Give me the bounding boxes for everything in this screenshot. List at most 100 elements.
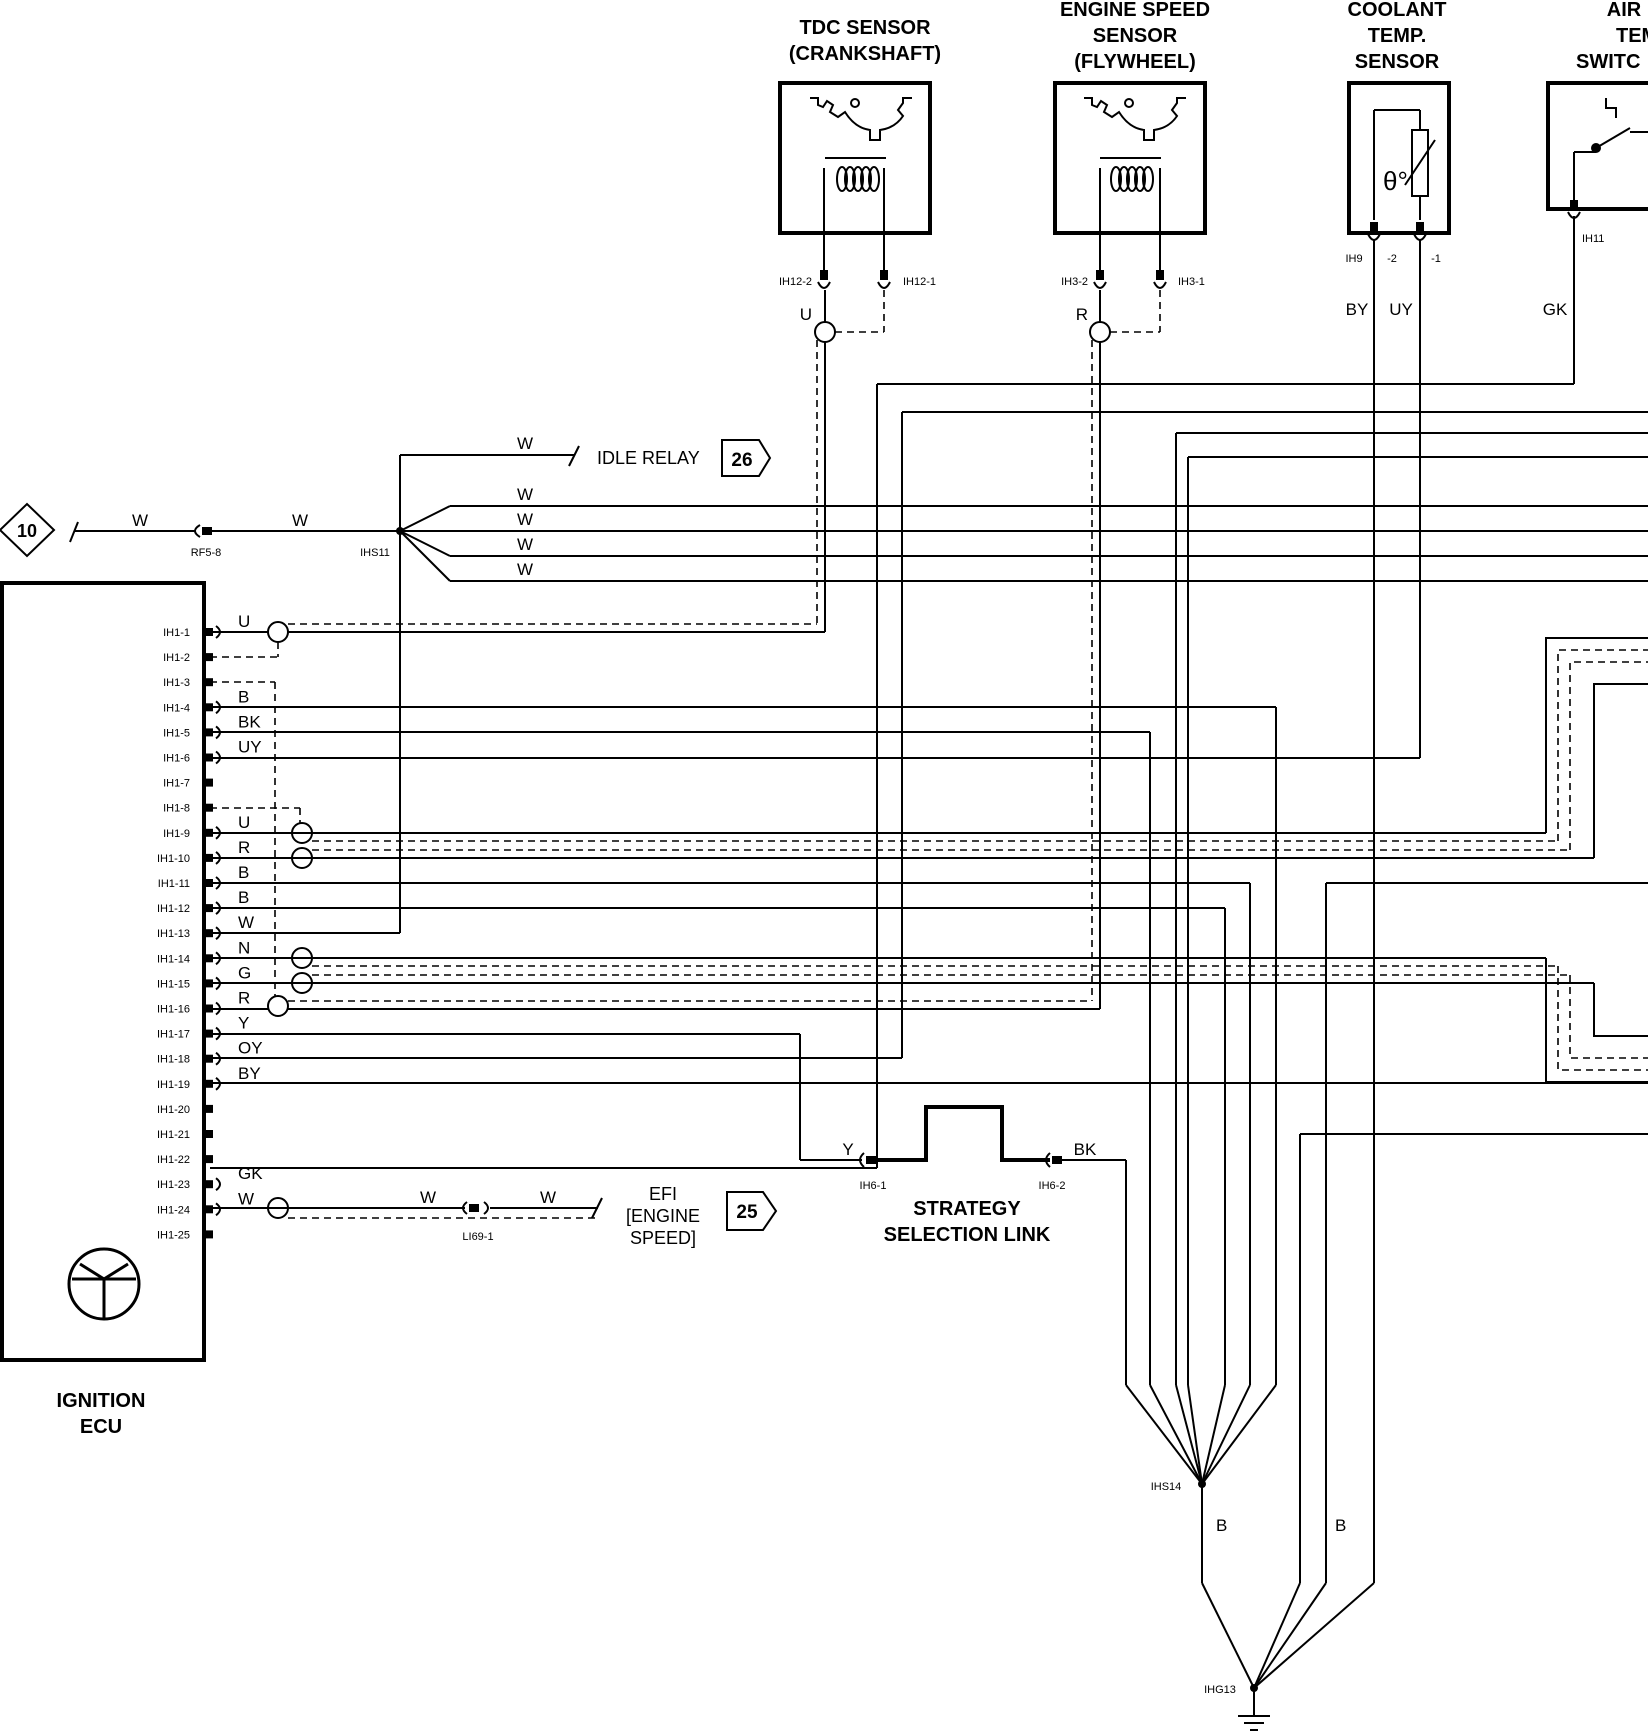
theta-icon: θ° xyxy=(1383,166,1408,196)
ecu-pin-socket xyxy=(215,625,221,639)
toothed-wheel-icon xyxy=(810,97,912,141)
ecu-wire-color: U xyxy=(238,813,250,832)
engine-speed-title-1: ENGINE SPEED xyxy=(1060,0,1210,21)
transistor-icon xyxy=(67,1247,141,1321)
ecu-wire-color: N xyxy=(238,938,250,957)
ecu-wire-color: UY xyxy=(238,738,262,757)
ecu-pin-terminal xyxy=(204,1079,213,1088)
engine-speed-pin-a: IH3-2 xyxy=(1061,276,1088,288)
ref-26-arrow: 26 xyxy=(721,439,772,477)
ecu-pin-label: IH1-5 xyxy=(163,727,190,739)
air-temp-pin: IH11 xyxy=(1582,233,1604,245)
ecu-pin-label: IH1-22 xyxy=(157,1154,190,1166)
ecu-wire-color: R xyxy=(238,989,250,1008)
power-feed: 10 W RF5-8 W IHS11 W IDLE RELAY 26 W W xyxy=(0,434,1648,934)
ecu-pin-terminal xyxy=(204,904,213,913)
ecu-pin-terminal xyxy=(204,778,213,787)
ground-splice: IHS14 xyxy=(1151,1481,1182,1493)
ecu-pin-terminal xyxy=(204,703,213,712)
ecu-wire-color: GK xyxy=(238,1164,263,1183)
efi-label-2: [ENGINE xyxy=(626,1206,700,1226)
ecu-wire-color: U xyxy=(238,612,250,631)
feed-connector: RF5-8 xyxy=(191,547,222,559)
coolant-pin-a: IH9 xyxy=(1345,253,1362,265)
ignition-ecu: IGNITION ECU IH1-1UIH1-2IH1-3IH1-4BIH1-5… xyxy=(0,581,263,1438)
ecu-pin-label: IH1-25 xyxy=(157,1229,190,1241)
ecu-pin-terminal xyxy=(204,628,213,636)
ecu-pin-terminal xyxy=(204,1180,213,1189)
coolant-temp-sensor: COOLANT TEMP. SENSOR θ° IH9 -2 -1 BY UY xyxy=(1345,0,1451,319)
ecu-pin-terminal xyxy=(204,1004,213,1013)
strategy-pin-b: IH6-2 xyxy=(1039,1180,1066,1192)
ground-wire-b: B xyxy=(1335,1516,1346,1535)
feed-splice: IHS11 xyxy=(360,547,390,559)
ecu-wire-color: OY xyxy=(238,1039,263,1058)
ecu-pin-label: IH1-13 xyxy=(157,928,190,940)
svg-text:10: 10 xyxy=(17,521,37,541)
tdc-pin-a: IH12-2 xyxy=(779,276,812,288)
engine-speed-sensor-box xyxy=(1053,81,1207,235)
coolant-title-1: COOLANT xyxy=(1348,0,1447,21)
ecu-wire-color: W xyxy=(238,1189,254,1208)
efi-wire-b: W xyxy=(540,1188,556,1207)
strategy-wire-a: Y xyxy=(842,1140,853,1159)
branch-wire-3: W xyxy=(517,535,533,554)
ecu-pin-terminal xyxy=(204,929,213,938)
ecu-pin-terminal xyxy=(204,954,213,963)
air-temp-title-1: AIR xyxy=(1607,0,1642,21)
ecu-pin-socket xyxy=(215,750,221,765)
ecu-pin-terminal xyxy=(204,1130,213,1138)
air-temp-title-3: SWITC xyxy=(1576,51,1640,73)
ecu-title-1: IGNITION xyxy=(57,1390,146,1412)
efi-connector: LI69-1 xyxy=(462,1231,493,1243)
idle-relay-wire: W xyxy=(517,434,533,453)
ecu-title-2: ECU xyxy=(80,1416,122,1438)
ecu-pin-terminal xyxy=(204,1205,213,1214)
coolant-wire-a: BY xyxy=(1346,300,1369,319)
shield-loops xyxy=(1299,637,1648,1583)
engine-speed-title-3: (FLYWHEEL) xyxy=(1074,51,1195,73)
feed-wire-b: W xyxy=(292,511,308,530)
ecu-pin-list: IH1-1UIH1-2IH1-3IH1-4BIH1-5BKIH1-6UYIH1-… xyxy=(157,612,263,1241)
ecu-pin-terminal xyxy=(204,1155,213,1164)
ecu-pin-label: IH1-18 xyxy=(157,1054,190,1066)
efi-output: W W LI69-1 EFI [ENGINE SPEED] 25 xyxy=(420,1184,778,1248)
ecu-pin-label: IH1-3 xyxy=(163,677,190,689)
ground-wire-a: B xyxy=(1216,1516,1227,1535)
coolant-sensor-box xyxy=(1347,81,1451,235)
ecu-pin-socket xyxy=(215,926,221,940)
ecu-wire-color: G xyxy=(238,963,251,982)
tdc-sensor: TDC SENSOR (CRANKSHAFT) IH12-2 IH12-1 U xyxy=(778,17,941,324)
strategy-selection-link: Y BK IH6-1 IH6-2 STRATEGY SELECTION LINK xyxy=(842,1105,1127,1385)
ecu-pin-label: IH1-2 xyxy=(163,652,190,664)
ecu-pin-terminal xyxy=(204,653,213,662)
efi-label-1: EFI xyxy=(649,1184,677,1204)
ecu-pin-terminal xyxy=(204,853,213,862)
air-temp-switch: AIR TEMP SWITC IH11 GK xyxy=(1543,0,1648,319)
ecu-wire-color: B xyxy=(238,687,249,706)
ecu-pin-terminal xyxy=(204,803,213,812)
ecu-pin-label: IH1-6 xyxy=(163,753,190,765)
ecu-pin-terminal xyxy=(204,678,213,687)
ecu-pin-wires xyxy=(210,621,1648,1385)
tdc-sensor-title-1: TDC SENSOR xyxy=(799,17,931,39)
coolant-title-2: TEMP. xyxy=(1368,25,1427,47)
ecu-pin-label: IH1-8 xyxy=(163,803,190,815)
sensor-wires xyxy=(210,216,1575,1583)
ecu-pin-terminal xyxy=(204,979,213,988)
toothed-wheel-icon xyxy=(1084,97,1186,141)
ecu-pin-label: IH1-1 xyxy=(163,627,190,639)
ecu-pin-label: IH1-7 xyxy=(163,778,190,790)
ecu-pin-terminal xyxy=(204,1230,213,1239)
ecu-pin-label: IH1-14 xyxy=(157,953,190,965)
thermistor-icon xyxy=(1373,109,1436,220)
ecu-wire-color: B xyxy=(238,888,249,907)
ecu-wire-color: R xyxy=(238,838,250,857)
ground-network: IHS14 B B IHG13 xyxy=(1125,1384,1375,1731)
ecu-pin-label: IH1-20 xyxy=(157,1104,190,1116)
ecu-pin-label: IH1-12 xyxy=(157,903,190,915)
bus-lines xyxy=(210,411,1648,1385)
ecu-pin-terminal xyxy=(204,753,213,762)
ecu-pin-socket xyxy=(215,1177,221,1191)
ecu-pin-terminal xyxy=(204,828,213,837)
